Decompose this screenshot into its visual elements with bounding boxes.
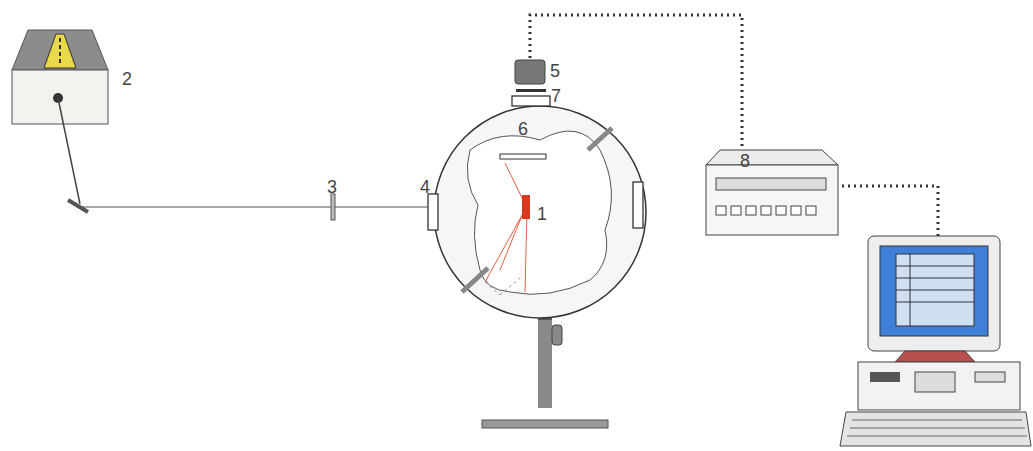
filter (516, 89, 546, 92)
callout-number: 2 (122, 70, 132, 88)
vacuum-chamber (428, 96, 646, 428)
laser-source (12, 30, 108, 212)
callout-number: 3 (327, 178, 337, 196)
detector (515, 60, 545, 84)
counter-unit (706, 150, 838, 235)
lens (331, 194, 335, 220)
callout-number: 4 (420, 178, 430, 196)
callout-number: 8 (740, 152, 750, 170)
data-wire (836, 186, 938, 240)
callout-number: 7 (551, 87, 561, 105)
callout-number: 6 (518, 120, 528, 138)
callout-number: 1 (537, 205, 547, 223)
signal-wire (530, 15, 742, 150)
computer (840, 236, 1031, 446)
callout-number: 5 (550, 62, 560, 80)
